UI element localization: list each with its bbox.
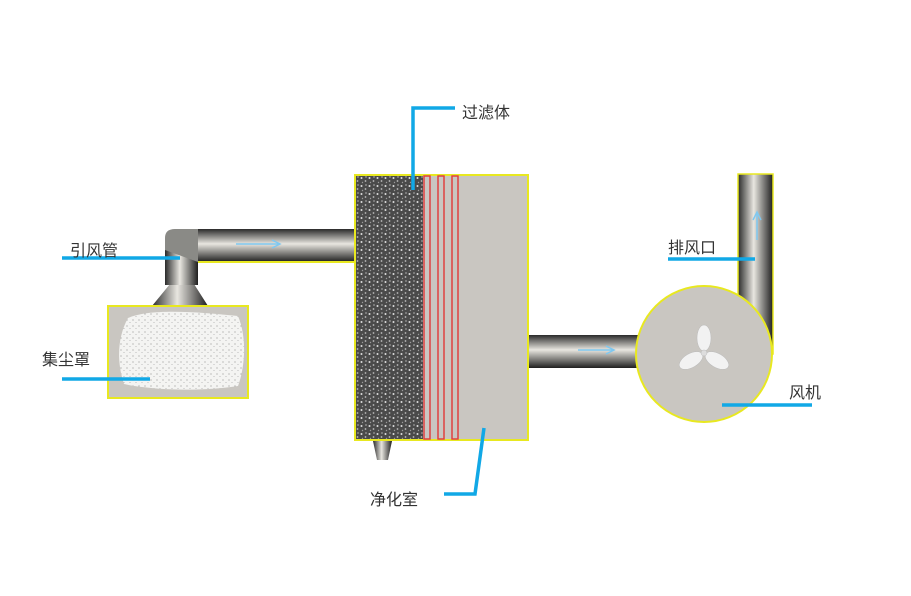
fan-blade-icon bbox=[678, 324, 730, 370]
induced-duct bbox=[165, 229, 356, 285]
label-filter: 过滤体 bbox=[462, 103, 511, 122]
drain-outlet bbox=[373, 441, 392, 460]
outlet-pipe bbox=[529, 335, 641, 368]
dust-hood bbox=[107, 284, 249, 399]
label-exhaust: 排风口 bbox=[668, 238, 717, 257]
label-fan: 风机 bbox=[789, 383, 822, 402]
label-dust-hood: 集尘罩 bbox=[42, 350, 91, 369]
fan bbox=[635, 285, 773, 423]
purification-chamber bbox=[354, 174, 529, 460]
label-purification-chamber: 净化室 bbox=[370, 490, 419, 509]
leader-lines bbox=[62, 106, 812, 496]
filter-media bbox=[356, 176, 423, 439]
label-induced-duct: 引风管 bbox=[70, 241, 119, 260]
